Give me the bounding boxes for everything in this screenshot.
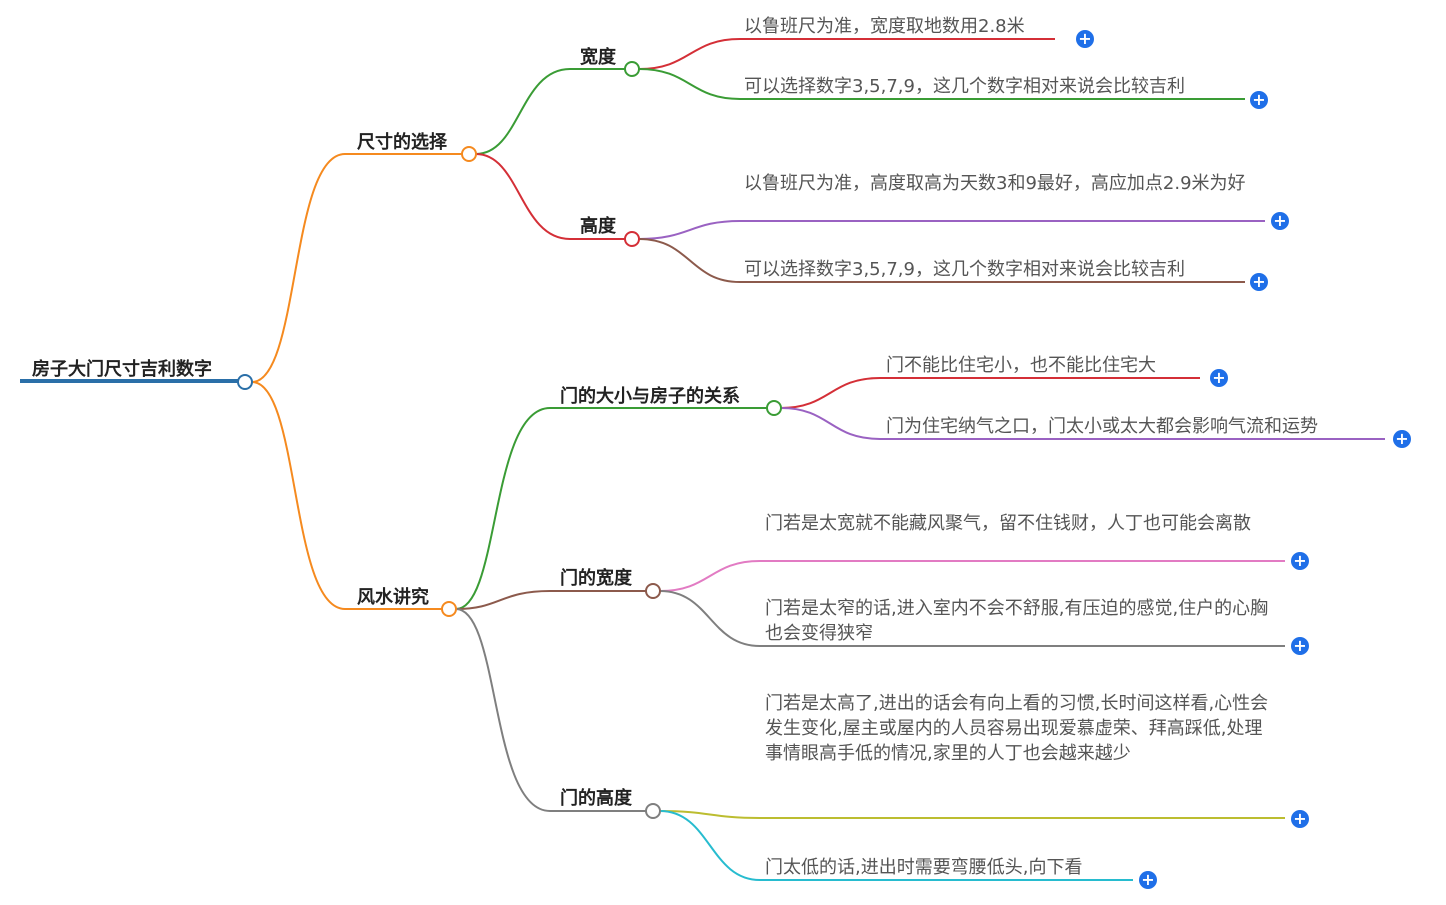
leaf-topic[interactable]: 门不能比住宅小，也不能比住宅大	[886, 355, 1156, 376]
expand-plus-icon[interactable]: +	[1291, 810, 1309, 828]
link-root-fengshui	[251, 381, 442, 610]
expand-plus-icon[interactable]: +	[1291, 637, 1309, 655]
leaf-topic[interactable]: 门太低的话,进出时需要弯腰低头,向下看	[765, 857, 1083, 878]
link-leaf	[659, 810, 1133, 881]
expand-plus-icon[interactable]: +	[1271, 212, 1289, 230]
node-circle	[461, 146, 477, 162]
expand-plus-icon[interactable]: +	[1291, 552, 1309, 570]
node-circle	[766, 400, 782, 416]
topic-height[interactable]: 高度	[580, 216, 616, 237]
node-circle	[645, 803, 661, 819]
root-topic[interactable]: 房子大门尺寸吉利数字	[32, 359, 212, 380]
node-circle	[624, 231, 640, 247]
leaf-topic[interactable]: 门为住宅纳气之口，门太小或太大都会影响气流和运势	[886, 416, 1318, 437]
topic-size-selection[interactable]: 尺寸的选择	[357, 132, 447, 153]
expand-plus-icon[interactable]: +	[1139, 871, 1157, 889]
expand-plus-icon[interactable]: +	[1076, 30, 1094, 48]
link-leaf	[638, 220, 1265, 240]
link-leaf	[780, 377, 1200, 409]
leaf-topic[interactable]: 门若是太宽就不能藏风聚气，留不住钱财，人丁也可能会离散	[765, 513, 1251, 534]
node-circle	[624, 61, 640, 77]
link-leaf	[638, 38, 1055, 70]
expand-plus-icon[interactable]: +	[1250, 273, 1268, 291]
leaf-topic[interactable]: 以鲁班尺为准，宽度取地数用2.8米	[744, 16, 1025, 37]
leaf-topic[interactable]: 门若是太窄的话,进入室内不会不舒服,有压迫的感觉,住户的心胸也会变得狭窄	[765, 598, 1269, 644]
topic-door-height[interactable]: 门的高度	[560, 788, 632, 809]
topic-door-width[interactable]: 门的宽度	[560, 568, 632, 589]
leaf-topic[interactable]: 门若是太高了,进出的话会有向上看的习惯,长时间这样看,心性会发生变化,屋主或屋内…	[765, 693, 1269, 764]
expand-plus-icon[interactable]: +	[1393, 430, 1411, 448]
topic-width[interactable]: 宽度	[580, 47, 616, 68]
leaf-topic[interactable]: 可以选择数字3,5,7,9，这几个数字相对来说会比较吉利	[744, 76, 1185, 97]
leaf-topic[interactable]: 以鲁班尺为准，高度取高为天数3和9最好，高应加点2.9米为好	[744, 173, 1246, 194]
root-node-circle	[237, 374, 253, 390]
link-size-height	[475, 153, 625, 240]
link-size-width	[475, 68, 625, 155]
topic-door-house-relation[interactable]: 门的大小与房子的关系	[560, 386, 740, 407]
link-leaf	[659, 590, 1285, 647]
link-leaf	[780, 407, 1385, 440]
node-circle	[441, 601, 457, 617]
expand-plus-icon[interactable]: +	[1250, 91, 1268, 109]
leaf-topic[interactable]: 可以选择数字3,5,7,9，这几个数字相对来说会比较吉利	[744, 259, 1185, 280]
link-leaf	[659, 560, 1285, 592]
link-leaf	[638, 238, 1245, 283]
link-leaf	[659, 810, 1285, 819]
node-circle	[645, 583, 661, 599]
link-leaf	[638, 68, 1245, 100]
link-root-size	[251, 153, 462, 383]
topic-fengshui[interactable]: 风水讲究	[357, 587, 429, 608]
link-fs-relation	[455, 407, 767, 610]
expand-plus-icon[interactable]: +	[1210, 369, 1228, 387]
link-fs-height	[455, 608, 646, 812]
link-fs-width	[455, 590, 646, 610]
